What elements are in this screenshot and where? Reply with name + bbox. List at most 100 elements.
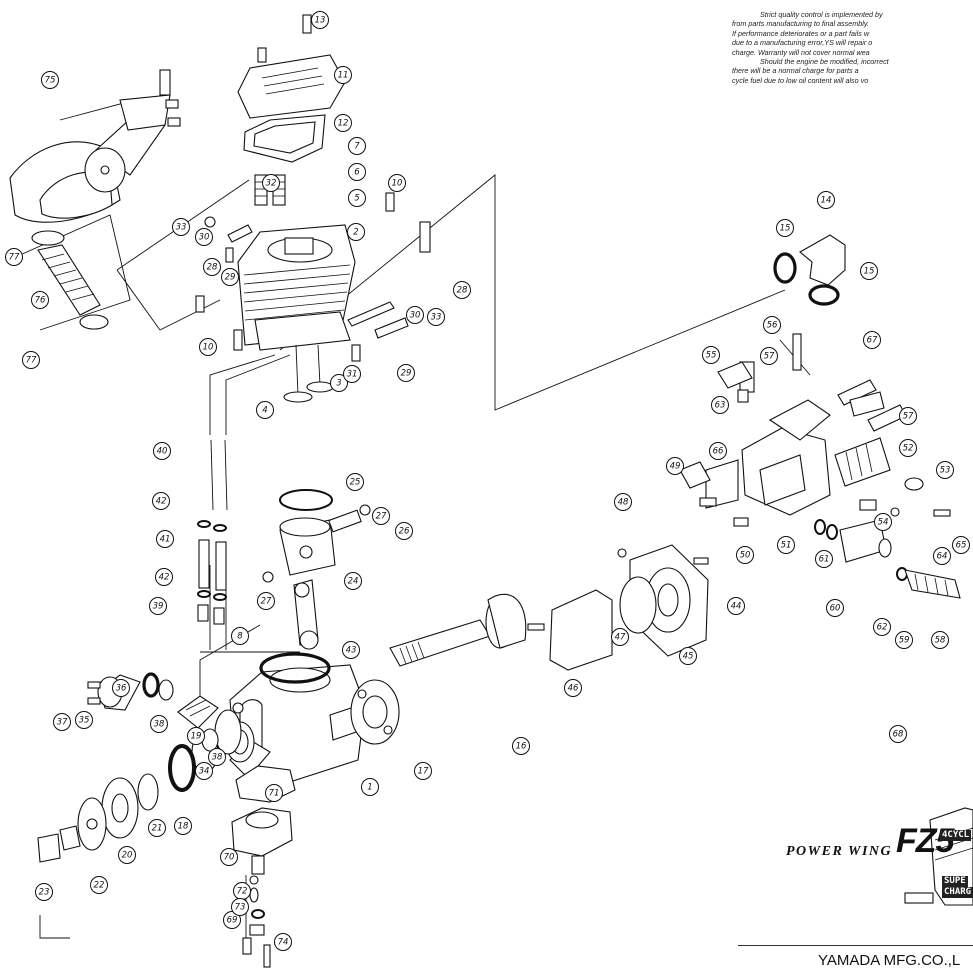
svg-text:3: 3 — [336, 379, 341, 389]
callout-68: 68 — [889, 725, 907, 743]
svg-text:1: 1 — [367, 783, 372, 793]
callout-39: 39 — [149, 597, 167, 615]
callout-28: 28 — [453, 281, 471, 299]
svg-text:37: 37 — [57, 718, 68, 728]
callout-30: 30 — [406, 306, 424, 324]
callout-45: 45 — [679, 647, 697, 665]
svg-text:50: 50 — [740, 551, 751, 561]
crankshaft — [350, 593, 527, 745]
callout-16: 16 — [512, 737, 530, 755]
callout-17: 17 — [414, 762, 432, 780]
svg-text:26: 26 — [399, 527, 410, 537]
series-name: POWER WING — [786, 844, 893, 859]
callout-44: 44 — [727, 597, 745, 615]
svg-text:29: 29 — [225, 273, 236, 283]
callout-31: 31 — [343, 365, 361, 383]
callout-66: 66 — [709, 442, 727, 460]
callout-36: 36 — [112, 679, 130, 697]
callout-1: 1 — [361, 778, 379, 796]
callout-2: 2 — [347, 223, 365, 241]
svg-text:55: 55 — [706, 351, 717, 361]
svg-text:74: 74 — [278, 938, 289, 948]
callout-69: 69 — [223, 911, 241, 929]
warranty-line: If performance deteriorates or a part fa… — [732, 28, 870, 38]
callout-7: 7 — [348, 137, 366, 155]
callout-30: 30 — [195, 228, 213, 246]
svg-text:2: 2 — [353, 228, 358, 238]
svg-text:51: 51 — [781, 541, 792, 551]
warranty-line: Should the engine be modified, incorrect — [760, 57, 889, 67]
svg-text:15: 15 — [780, 224, 791, 234]
badge-charger: CHARG — [942, 887, 973, 898]
svg-text:38: 38 — [154, 720, 165, 730]
svg-text:27: 27 — [261, 597, 272, 607]
callout-33: 33 — [427, 308, 445, 326]
callout-77: 77 — [22, 351, 40, 369]
svg-text:56: 56 — [767, 321, 778, 331]
callout-56: 56 — [763, 316, 781, 334]
callout-26: 26 — [395, 522, 413, 540]
svg-text:18: 18 — [178, 822, 189, 832]
badge-super: SUPE — [942, 876, 968, 887]
callout-70: 70 — [220, 848, 238, 866]
svg-text:61: 61 — [819, 555, 830, 565]
svg-text:46: 46 — [568, 684, 579, 694]
svg-text:63: 63 — [715, 401, 726, 411]
callout-14: 14 — [817, 191, 835, 209]
callout-74: 74 — [274, 933, 292, 951]
svg-text:30: 30 — [199, 233, 210, 243]
svg-text:10: 10 — [203, 343, 214, 353]
piston-assembly — [262, 489, 371, 650]
callout-10: 10 — [388, 174, 406, 192]
valves — [283, 344, 334, 403]
svg-text:36: 36 — [116, 684, 127, 694]
svg-text:54: 54 — [878, 518, 889, 528]
callout-15: 15 — [776, 219, 794, 237]
warranty-line: due to a manufacturing error,YS will rep… — [732, 38, 873, 48]
svg-text:22: 22 — [94, 881, 105, 891]
callout-23: 23 — [35, 883, 53, 901]
svg-text:59: 59 — [899, 636, 910, 646]
svg-text:31: 31 — [347, 370, 358, 380]
svg-text:72: 72 — [237, 887, 248, 897]
callout-65: 65 — [952, 536, 970, 554]
svg-text:16: 16 — [516, 742, 527, 752]
callout-75: 75 — [41, 71, 59, 89]
badge-4cycle: 4CYCL — [940, 830, 972, 841]
leader-lines — [19, 99, 811, 948]
svg-text:39: 39 — [153, 602, 164, 612]
o-ring-8 — [259, 652, 331, 684]
callout-24: 24 — [344, 572, 362, 590]
svg-text:60: 60 — [830, 604, 841, 614]
callout-34: 34 — [195, 762, 213, 780]
svg-text:40: 40 — [157, 447, 168, 457]
callout-33: 33 — [172, 218, 190, 236]
callout-41: 41 — [156, 530, 174, 548]
callout-15: 15 — [860, 262, 878, 280]
callout-51: 51 — [777, 536, 795, 554]
svg-text:21: 21 — [152, 824, 163, 834]
callout-4: 4 — [256, 401, 274, 419]
warranty-line: Strict quality control is implemented by — [760, 10, 883, 19]
svg-text:13: 13 — [315, 16, 326, 26]
callout-21: 21 — [148, 819, 166, 837]
callout-64: 64 — [933, 547, 951, 565]
callout-12: 12 — [334, 114, 352, 132]
rocker-parts — [195, 192, 431, 362]
svg-text:71: 71 — [269, 789, 280, 799]
callout-8: 8 — [231, 627, 249, 645]
svg-text:35: 35 — [79, 716, 90, 726]
callout-59: 59 — [895, 631, 913, 649]
callout-52: 52 — [899, 439, 917, 457]
svg-text:52: 52 — [903, 444, 914, 454]
svg-text:4: 4 — [262, 406, 267, 416]
svg-text:20: 20 — [122, 851, 133, 861]
callout-20: 20 — [118, 846, 136, 864]
svg-text:24: 24 — [348, 577, 359, 587]
svg-text:62: 62 — [877, 623, 888, 633]
svg-text:8: 8 — [237, 632, 243, 642]
carburetor-assembly — [679, 333, 961, 599]
callout-73: 73 — [231, 898, 249, 916]
svg-text:7: 7 — [354, 142, 360, 152]
